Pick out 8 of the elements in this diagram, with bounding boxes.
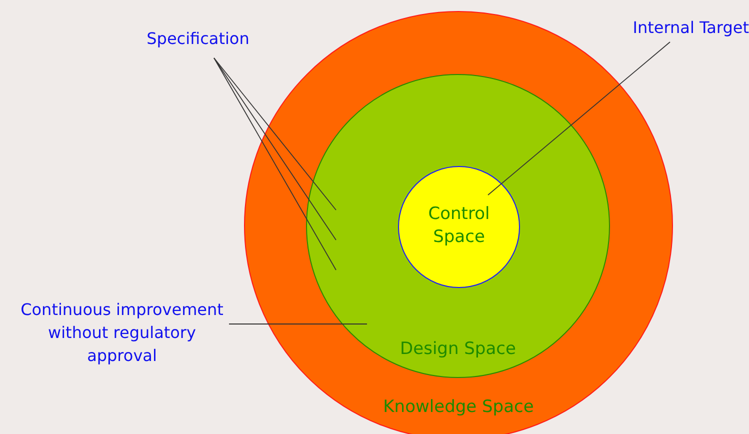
callout-label: Internal Target	[600, 16, 749, 40]
callout-label: Continuous improvement without regulatory approval	[16, 298, 228, 370]
circle-label: Control Space	[427, 203, 491, 249]
leader-line	[488, 42, 670, 196]
circle-label: Knowledge Space	[382, 396, 535, 419]
callout-label: Specification	[128, 27, 268, 51]
leader-line	[214, 58, 336, 210]
circle-label: Design Space	[399, 338, 517, 361]
